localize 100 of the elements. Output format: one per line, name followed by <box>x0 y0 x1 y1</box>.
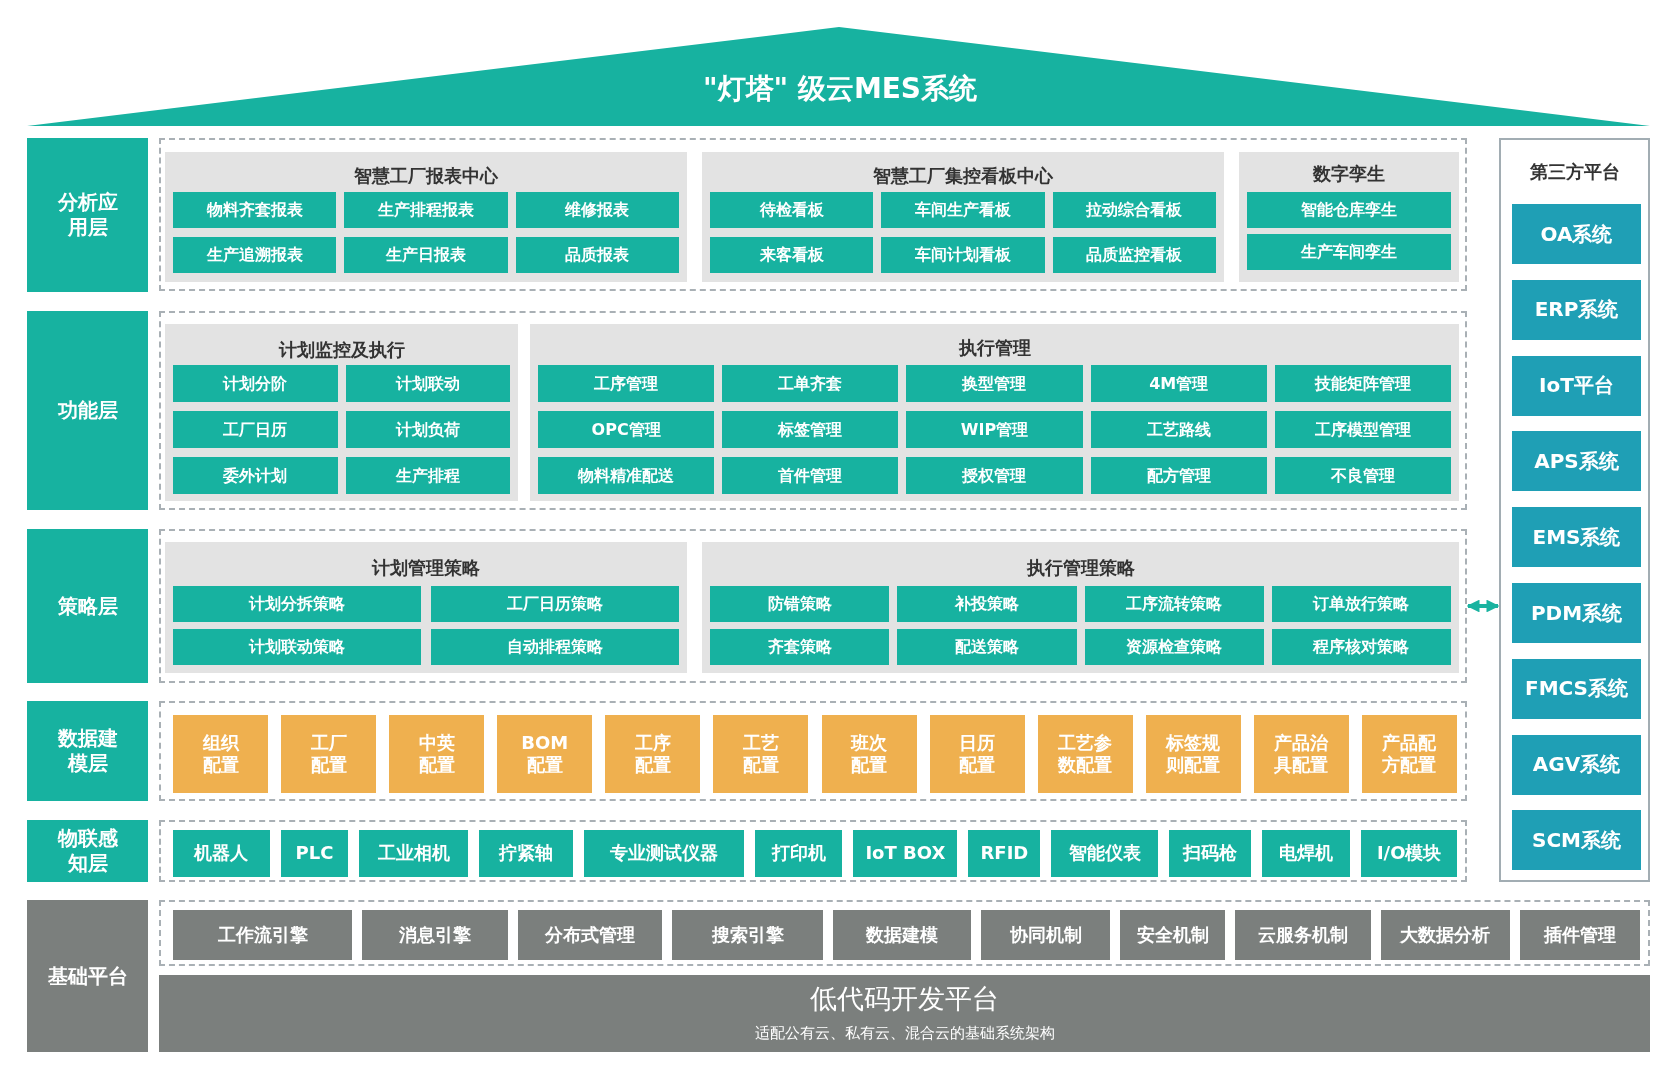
module-box: 大数据分析 <box>1380 910 1510 960</box>
module-box: 订单放行策略 <box>1271 586 1451 622</box>
module-box: 计划分阶 <box>173 365 338 402</box>
module-box: RFID <box>968 830 1041 877</box>
module-box: 生产排程 <box>345 457 510 494</box>
module-box: OPC管理 <box>538 411 715 448</box>
platform-panel <box>1499 138 1650 882</box>
module-box: PLC <box>280 830 349 877</box>
module-box: 计划联动策略 <box>173 629 421 665</box>
config-box: 日历配置 <box>929 715 1025 793</box>
system-box: SCM系统 <box>1512 810 1641 871</box>
module-box: 防错策略 <box>710 586 890 622</box>
config-box: 产品配方配置 <box>1361 715 1457 793</box>
module-box: 物料精准配送 <box>538 457 715 494</box>
module-box: WIP管理 <box>906 411 1083 448</box>
module-box: 安全机制 <box>1120 910 1226 960</box>
layer-label: 功能层 <box>27 311 148 510</box>
title: "灯塔" 级云MES系统 <box>701 71 979 107</box>
config-box: 组织配置 <box>173 715 269 793</box>
system-box: APS系统 <box>1512 431 1641 492</box>
module-box: 机器人 <box>173 830 270 877</box>
module-box: 4M管理 <box>1090 365 1267 402</box>
group-panel <box>702 542 1459 673</box>
module-box: 计划分拆策略 <box>173 586 421 622</box>
module-box: 配送策略 <box>897 629 1077 665</box>
group-panel <box>165 324 518 501</box>
config-box: BOM配置 <box>497 715 593 793</box>
dashed-frame <box>159 138 1467 291</box>
module-box: I/O模块 <box>1361 830 1457 877</box>
group-panel <box>165 542 687 673</box>
module-box: 拉动综合看板 <box>1052 192 1216 228</box>
platform-title: 低代码开发平台 <box>809 982 1000 1016</box>
group-panel <box>1239 152 1459 282</box>
module-box: 换型管理 <box>906 365 1083 402</box>
module-box: 资源检查策略 <box>1084 629 1264 665</box>
system-box: EMS系统 <box>1512 507 1641 568</box>
module-box: 工业相机 <box>359 830 468 877</box>
module-box: 技能矩阵管理 <box>1274 365 1451 402</box>
module-box: 工厂日历 <box>173 411 338 448</box>
module-box: 首件管理 <box>722 457 899 494</box>
dashed-frame <box>159 529 1467 683</box>
module-box: 云服务机制 <box>1235 910 1371 960</box>
group-heading: 智慧工厂集控看板中心 <box>872 164 1054 188</box>
layer-label: 基础平台 <box>27 900 148 1052</box>
module-box: 扫码枪 <box>1168 830 1252 877</box>
system-box: AGV系统 <box>1512 734 1641 795</box>
module-box: 计划联动 <box>345 365 510 402</box>
module-box: 插件管理 <box>1519 910 1640 960</box>
module-box: 授权管理 <box>906 457 1083 494</box>
group-heading: 数字孪生 <box>1312 162 1386 186</box>
group-heading: 计划监控及执行 <box>277 338 406 362</box>
module-box: 委外计划 <box>173 457 338 494</box>
module-box: 电焊机 <box>1262 830 1351 877</box>
layer-label: 物联感知层 <box>27 820 148 882</box>
module-box: 维修报表 <box>515 192 679 228</box>
config-box: 班次配置 <box>821 715 917 793</box>
group-heading: 执行管理 <box>957 336 1032 360</box>
module-box: 工厂日历策略 <box>431 586 679 622</box>
module-box: 来客看板 <box>710 237 874 273</box>
dashed-frame <box>159 820 1467 882</box>
module-box: 计划负荷 <box>345 411 510 448</box>
module-box: 配方管理 <box>1090 457 1267 494</box>
group-panel <box>530 324 1459 501</box>
group-panel <box>702 152 1224 282</box>
module-box: 品质报表 <box>515 237 679 273</box>
module-box: 自动排程策略 <box>431 629 679 665</box>
system-box: PDM系统 <box>1512 583 1641 643</box>
module-box: 程序核对策略 <box>1271 629 1451 665</box>
module-box: 生产日报表 <box>344 237 508 273</box>
platform-subtitle: 适配公有云、私有云、混合云的基础系统架构 <box>753 1024 1056 1043</box>
module-box: 齐套策略 <box>710 629 890 665</box>
layer-label: 数据建模层 <box>27 701 148 801</box>
config-box: 中英配置 <box>389 715 485 793</box>
system-box: FMCS系统 <box>1512 658 1641 719</box>
group-heading: 执行管理策略 <box>1025 556 1136 580</box>
dashed-frame <box>159 311 1467 510</box>
module-box: 物料齐套报表 <box>173 192 337 228</box>
module-box: 消息引擎 <box>362 910 509 960</box>
module-box: 车间计划看板 <box>881 237 1045 273</box>
dashed-frame <box>159 701 1467 801</box>
module-box: 生产排程报表 <box>344 192 508 228</box>
group-heading: 计划管理策略 <box>370 556 481 580</box>
module-box: 生产追溯报表 <box>173 237 337 273</box>
config-box: 产品治具配置 <box>1253 715 1349 793</box>
dashed-frame <box>159 900 1650 966</box>
group-panel <box>165 152 687 282</box>
module-box: 打印机 <box>755 830 843 877</box>
config-box: 工厂配置 <box>281 715 377 793</box>
module-box: 生产车间孪生 <box>1247 234 1451 270</box>
module-box: 品质监控看板 <box>1052 237 1216 273</box>
module-box: 分布式管理 <box>518 910 663 960</box>
module-box: 工作流引擎 <box>173 910 353 960</box>
module-box: 协同机制 <box>981 910 1111 960</box>
module-box: 车间生产看板 <box>881 192 1045 228</box>
system-box: IoT平台 <box>1512 355 1641 416</box>
config-box: 工序配置 <box>605 715 701 793</box>
module-box: 工艺路线 <box>1090 411 1267 448</box>
module-box: 待检看板 <box>710 192 874 228</box>
platform-bar <box>159 975 1650 1052</box>
layer-label: 分析应用层 <box>27 138 148 292</box>
